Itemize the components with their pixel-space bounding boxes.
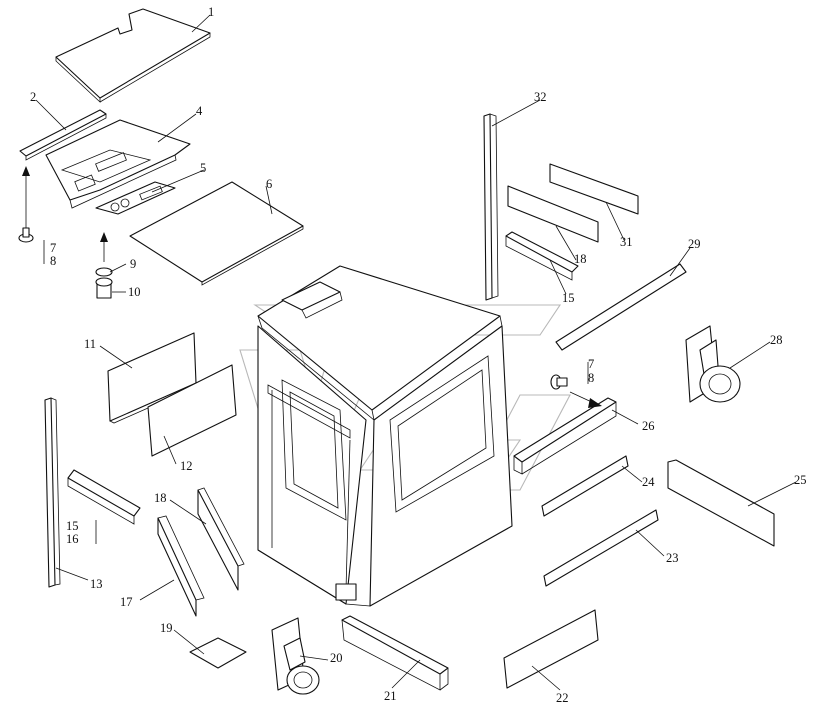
part-26-angle <box>513 397 617 475</box>
part-18-panel-right <box>507 185 599 243</box>
callout-29: 29 <box>688 237 701 251</box>
part-cab-body <box>257 265 513 607</box>
callout-19: 19 <box>160 621 173 635</box>
callout-11: 11 <box>84 337 96 351</box>
callout-7-right: 7 <box>588 357 594 371</box>
callout-8: 8 <box>50 254 56 268</box>
callout-20: 20 <box>330 651 343 665</box>
callout-12: 12 <box>180 459 193 473</box>
part-32-vertical-post <box>483 113 499 301</box>
callout-31: 31 <box>620 235 633 249</box>
callout-2: 2 <box>30 90 36 104</box>
part-28-fan-housing <box>685 325 741 403</box>
part-13-vertical-strip <box>44 397 61 588</box>
part-4-dashboard-frame <box>45 119 191 209</box>
callout-32: 32 <box>534 90 547 104</box>
callout-9: 9 <box>130 257 136 271</box>
part-25-panel <box>667 459 775 547</box>
callout-18: 18 <box>154 491 167 505</box>
part-21-channel <box>341 615 449 691</box>
callout-26: 26 <box>642 419 655 433</box>
callout-21: 21 <box>384 689 397 703</box>
callout-15-right: 15 <box>562 291 575 305</box>
part-18-panel-left <box>197 487 245 591</box>
part-17-panel <box>157 515 205 617</box>
callout-7: 7 <box>50 241 56 255</box>
callout-17: 17 <box>120 595 133 609</box>
leader-lines <box>35 14 797 691</box>
callout-18-right: 18 <box>574 252 587 266</box>
part-23-strip <box>543 509 659 587</box>
part-1-roof-panel <box>55 8 211 103</box>
callout-1: 1 <box>208 5 214 19</box>
callout-4: 4 <box>196 104 203 118</box>
part-5-instrument-panel <box>95 181 176 215</box>
callout-5: 5 <box>200 161 206 175</box>
callout-10: 10 <box>128 285 141 299</box>
part-20-fan-housing <box>271 617 320 695</box>
callout-28: 28 <box>770 333 783 347</box>
callout-13: 13 <box>90 577 103 591</box>
part-22-plate <box>503 609 599 689</box>
part-15-angle-right <box>505 231 579 281</box>
callout-8-right: 8 <box>588 371 594 385</box>
callout-labels: 1 2 4 5 6 7 8 9 10 11 12 13 15 16 17 18 … <box>30 5 807 705</box>
part-15-angle <box>67 469 141 525</box>
callout-15: 15 <box>66 519 79 533</box>
part-29-strip <box>555 263 687 351</box>
part-24-strip <box>541 455 629 517</box>
fastener-right <box>550 374 568 390</box>
callout-16: 16 <box>66 532 79 546</box>
callout-22: 22 <box>556 691 569 705</box>
callout-25: 25 <box>794 473 807 487</box>
callout-24: 24 <box>642 475 655 489</box>
callout-23: 23 <box>666 551 679 565</box>
part-12-side-panel <box>147 364 237 457</box>
callout-6: 6 <box>266 177 272 191</box>
part-6-floor-mat <box>129 181 304 286</box>
part-2-strip <box>19 109 107 161</box>
part-31-panel <box>549 163 639 215</box>
fasteners-left <box>18 166 113 299</box>
part-19-plate <box>189 637 247 669</box>
